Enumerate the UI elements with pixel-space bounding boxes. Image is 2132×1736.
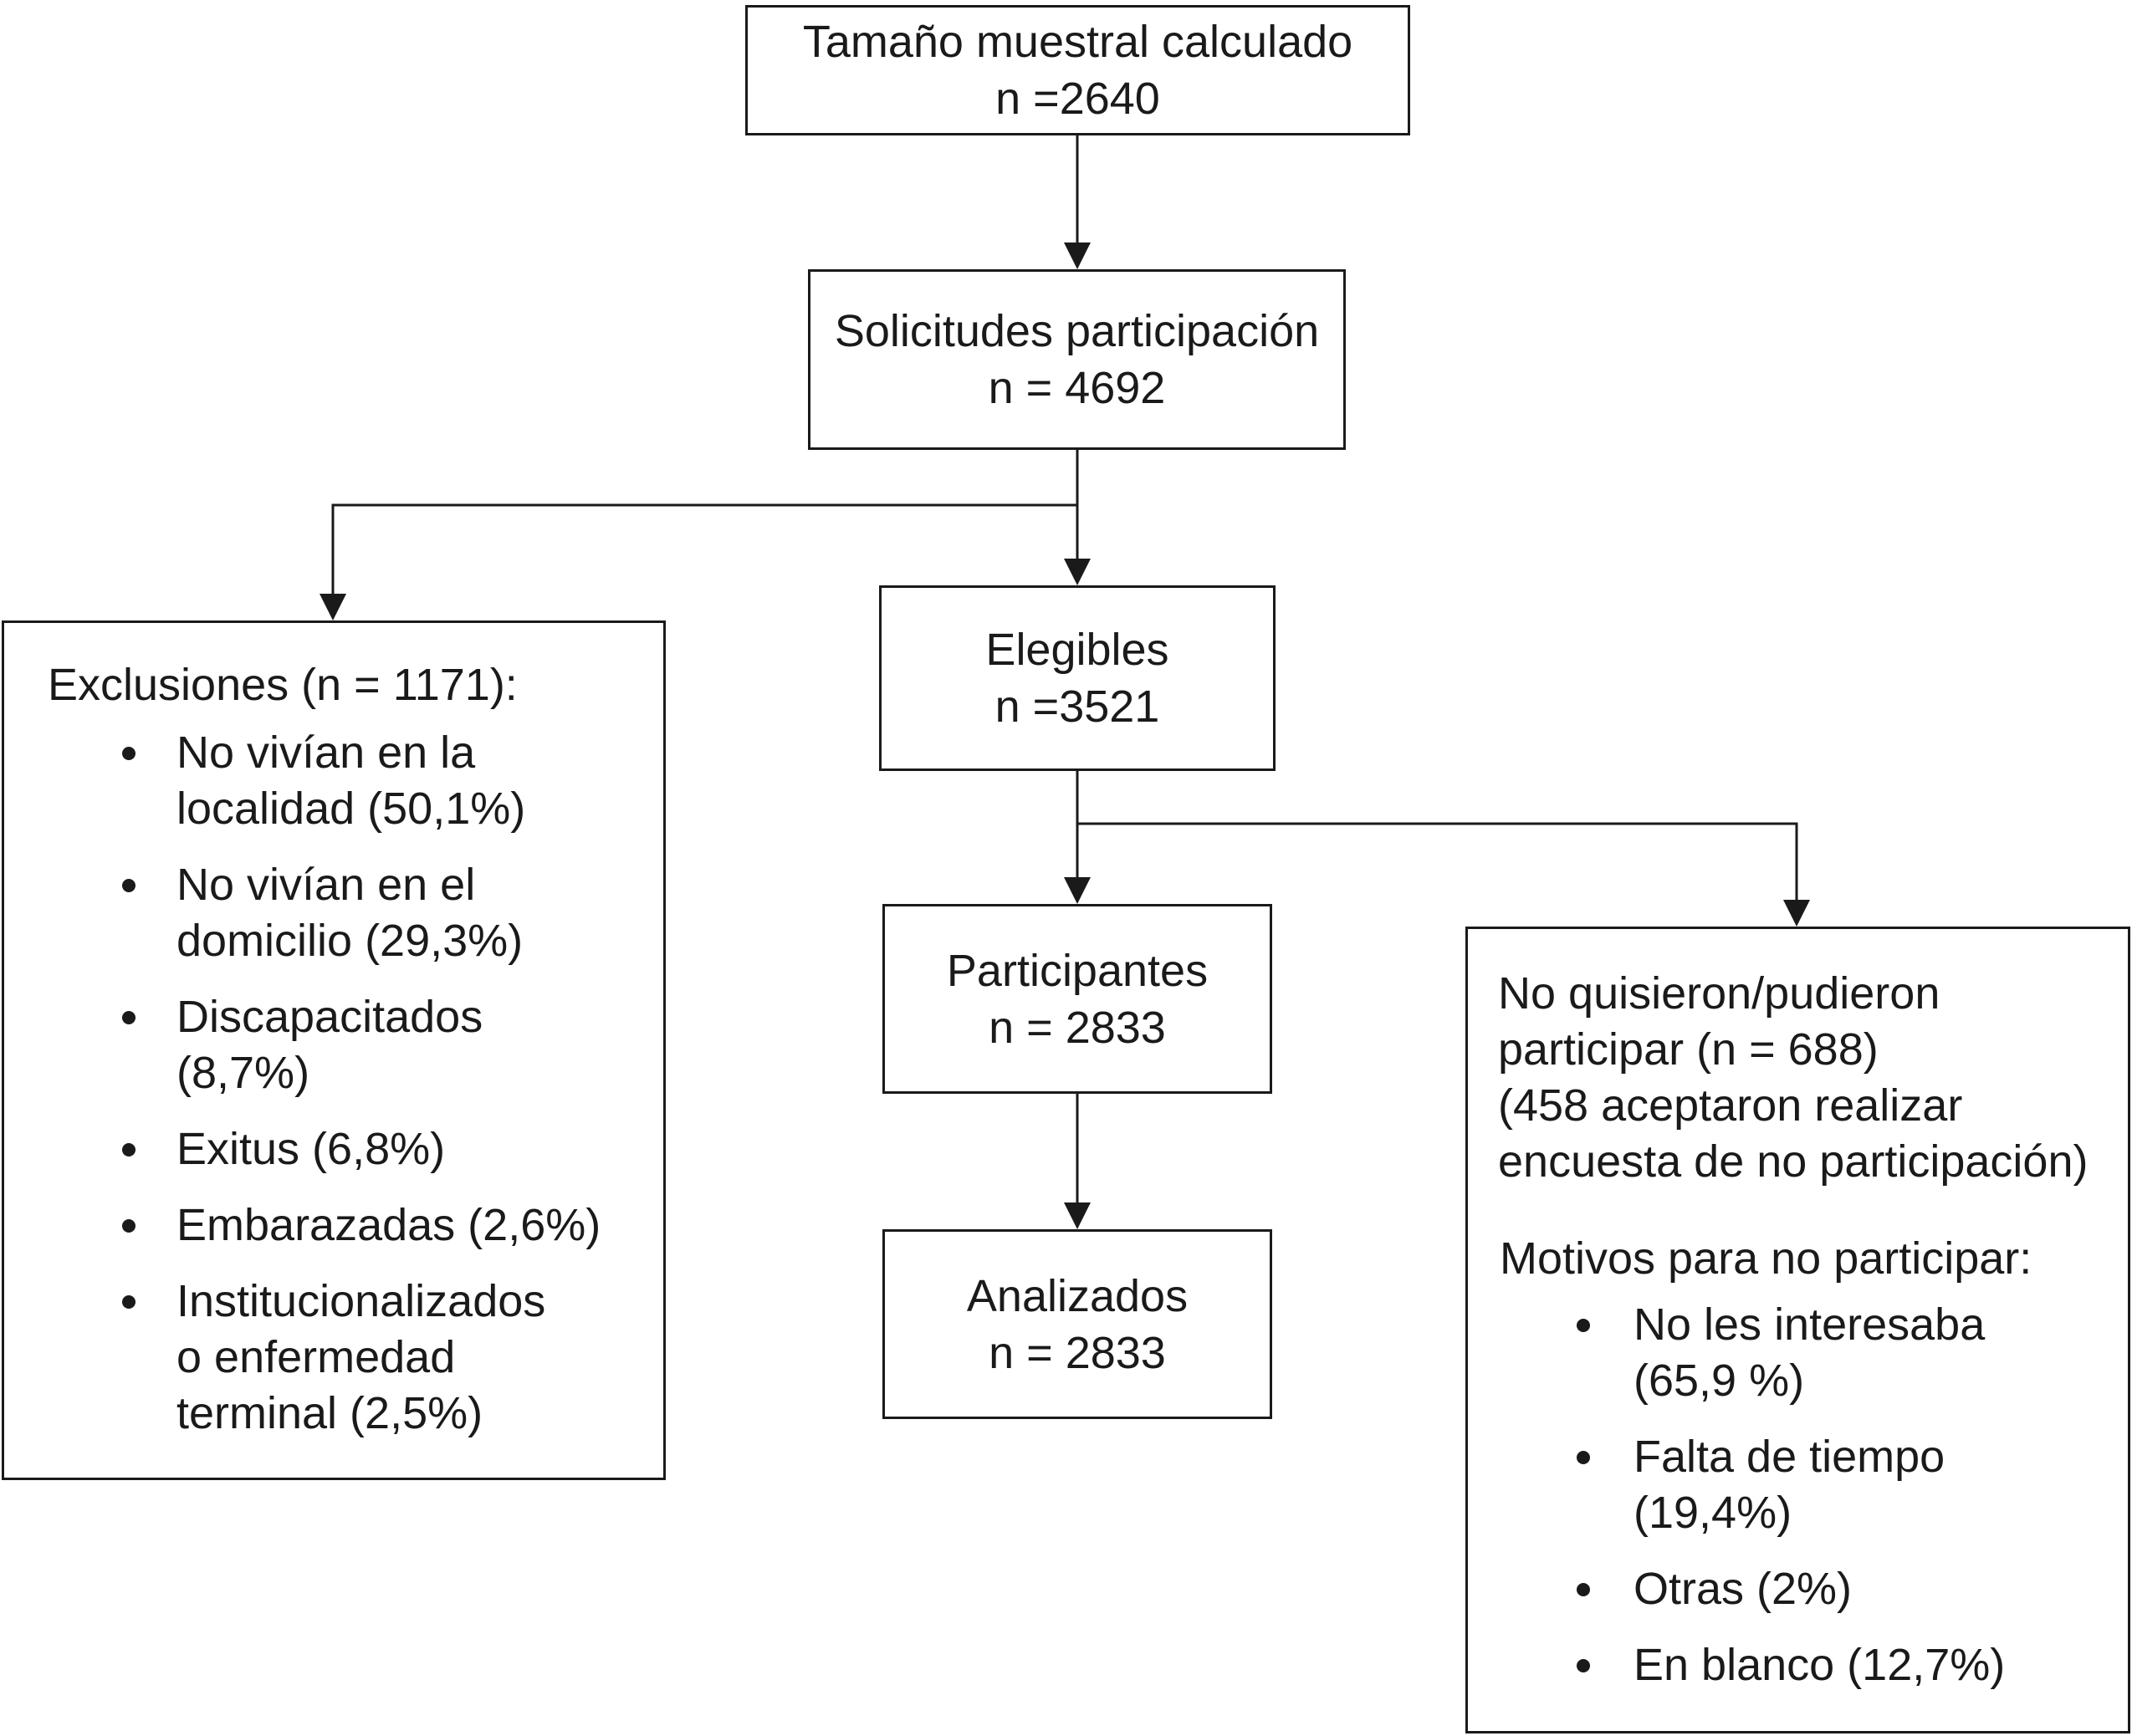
exclusion-item: Discapacitados (8,7%) bbox=[4, 989, 663, 1101]
bullet-icon bbox=[122, 747, 135, 760]
reason-item-text: No les interesaba (65,9 %) bbox=[1634, 1299, 1986, 1406]
exclusion-item-text: Discapacitados (8,7%) bbox=[176, 992, 483, 1098]
connector-eligible-to-nonparticipants bbox=[1077, 822, 1798, 901]
exclusion-item: Institucionalizados o enfermedad termina… bbox=[4, 1274, 663, 1442]
requests-n: n = 4692 bbox=[988, 363, 1166, 413]
non-participants-text: No quisieron/pudieron participar (n = 68… bbox=[1498, 968, 2089, 1187]
connector-requests-to-exclusions bbox=[331, 503, 1077, 595]
reason-item: Falta de tiempo (19,4%) bbox=[1468, 1429, 2128, 1541]
non-participants-box: No quisieron/pudieron participar (n = 68… bbox=[1465, 927, 2130, 1733]
exclusion-item-text: Exitus (6,8%) bbox=[176, 1124, 446, 1174]
reason-item: Otras (2%) bbox=[1468, 1561, 2128, 1617]
bullet-icon bbox=[122, 1011, 135, 1024]
arrowhead-to-nonparticipants bbox=[1783, 900, 1810, 927]
bullet-icon bbox=[122, 1219, 135, 1233]
exclusion-item-text: Embarazadas (2,6%) bbox=[176, 1200, 601, 1250]
exclusion-item: No vivían en la localidad (50,1%) bbox=[4, 725, 663, 837]
requests-label: Solicitudes participación bbox=[834, 306, 1320, 356]
exclusions-list: No vivían en la localidad (50,1%) No viv… bbox=[4, 725, 663, 1462]
exclusion-item-text: No vivían en la localidad (50,1%) bbox=[176, 728, 526, 834]
reason-item: No les interesaba (65,9 %) bbox=[1468, 1297, 2128, 1409]
reason-item: En blanco (12,7%) bbox=[1468, 1637, 2128, 1693]
reasons-title: Motivos para no participar: bbox=[1500, 1233, 2032, 1284]
reason-item-text: Falta de tiempo (19,4%) bbox=[1634, 1432, 1945, 1538]
sample-size-box: Tamaño muestral calculado n =2640 bbox=[745, 5, 1410, 135]
bullet-icon bbox=[122, 1295, 135, 1309]
participants-box: Participantes n = 2833 bbox=[882, 904, 1272, 1094]
exclusion-item: Embarazadas (2,6%) bbox=[4, 1197, 663, 1253]
sample-size-label: Tamaño muestral calculado bbox=[802, 17, 1353, 67]
participants-label: Participantes bbox=[946, 945, 1209, 996]
exclusions-title: Exclusiones (n = 1171): bbox=[48, 660, 518, 710]
arrowhead-to-requests bbox=[1064, 243, 1091, 269]
bullet-icon bbox=[1577, 1451, 1590, 1464]
analyzed-n: n = 2833 bbox=[989, 1327, 1166, 1378]
eligible-label: Elegibles bbox=[985, 625, 1169, 675]
bullet-icon bbox=[1577, 1659, 1590, 1672]
reasons-list: No les interesaba (65,9 %) Falta de tiem… bbox=[1468, 1297, 2128, 1713]
exclusions-box: Exclusiones (n = 1171): No vivían en la … bbox=[2, 620, 666, 1480]
bullet-icon bbox=[122, 1143, 135, 1156]
reason-item-text: En blanco (12,7%) bbox=[1634, 1640, 2006, 1690]
arrowhead-to-analyzed bbox=[1064, 1202, 1091, 1229]
arrowhead-to-participants bbox=[1064, 877, 1091, 904]
eligible-box: Elegibles n =3521 bbox=[879, 585, 1276, 771]
exclusion-item-text: Institucionalizados o enfermedad termina… bbox=[176, 1276, 546, 1438]
requests-box: Solicitudes participación n = 4692 bbox=[808, 269, 1346, 450]
reason-item-text: Otras (2%) bbox=[1634, 1564, 1853, 1614]
arrowhead-to-exclusions bbox=[320, 594, 346, 620]
analyzed-label: Analizados bbox=[966, 1270, 1189, 1321]
sample-size-n: n =2640 bbox=[995, 74, 1160, 124]
analyzed-box: Analizados n = 2833 bbox=[882, 1229, 1272, 1419]
participants-n: n = 2833 bbox=[989, 1002, 1166, 1053]
bullet-icon bbox=[1577, 1319, 1590, 1332]
exclusion-item: No vivían en el domicilio (29,3%) bbox=[4, 857, 663, 969]
exclusion-item-text: No vivían en el domicilio (29,3%) bbox=[176, 860, 524, 966]
eligible-n: n =3521 bbox=[994, 682, 1160, 732]
bullet-icon bbox=[122, 879, 135, 892]
exclusion-item: Exitus (6,8%) bbox=[4, 1121, 663, 1177]
arrowhead-to-eligible bbox=[1064, 559, 1091, 585]
bullet-icon bbox=[1577, 1583, 1590, 1596]
